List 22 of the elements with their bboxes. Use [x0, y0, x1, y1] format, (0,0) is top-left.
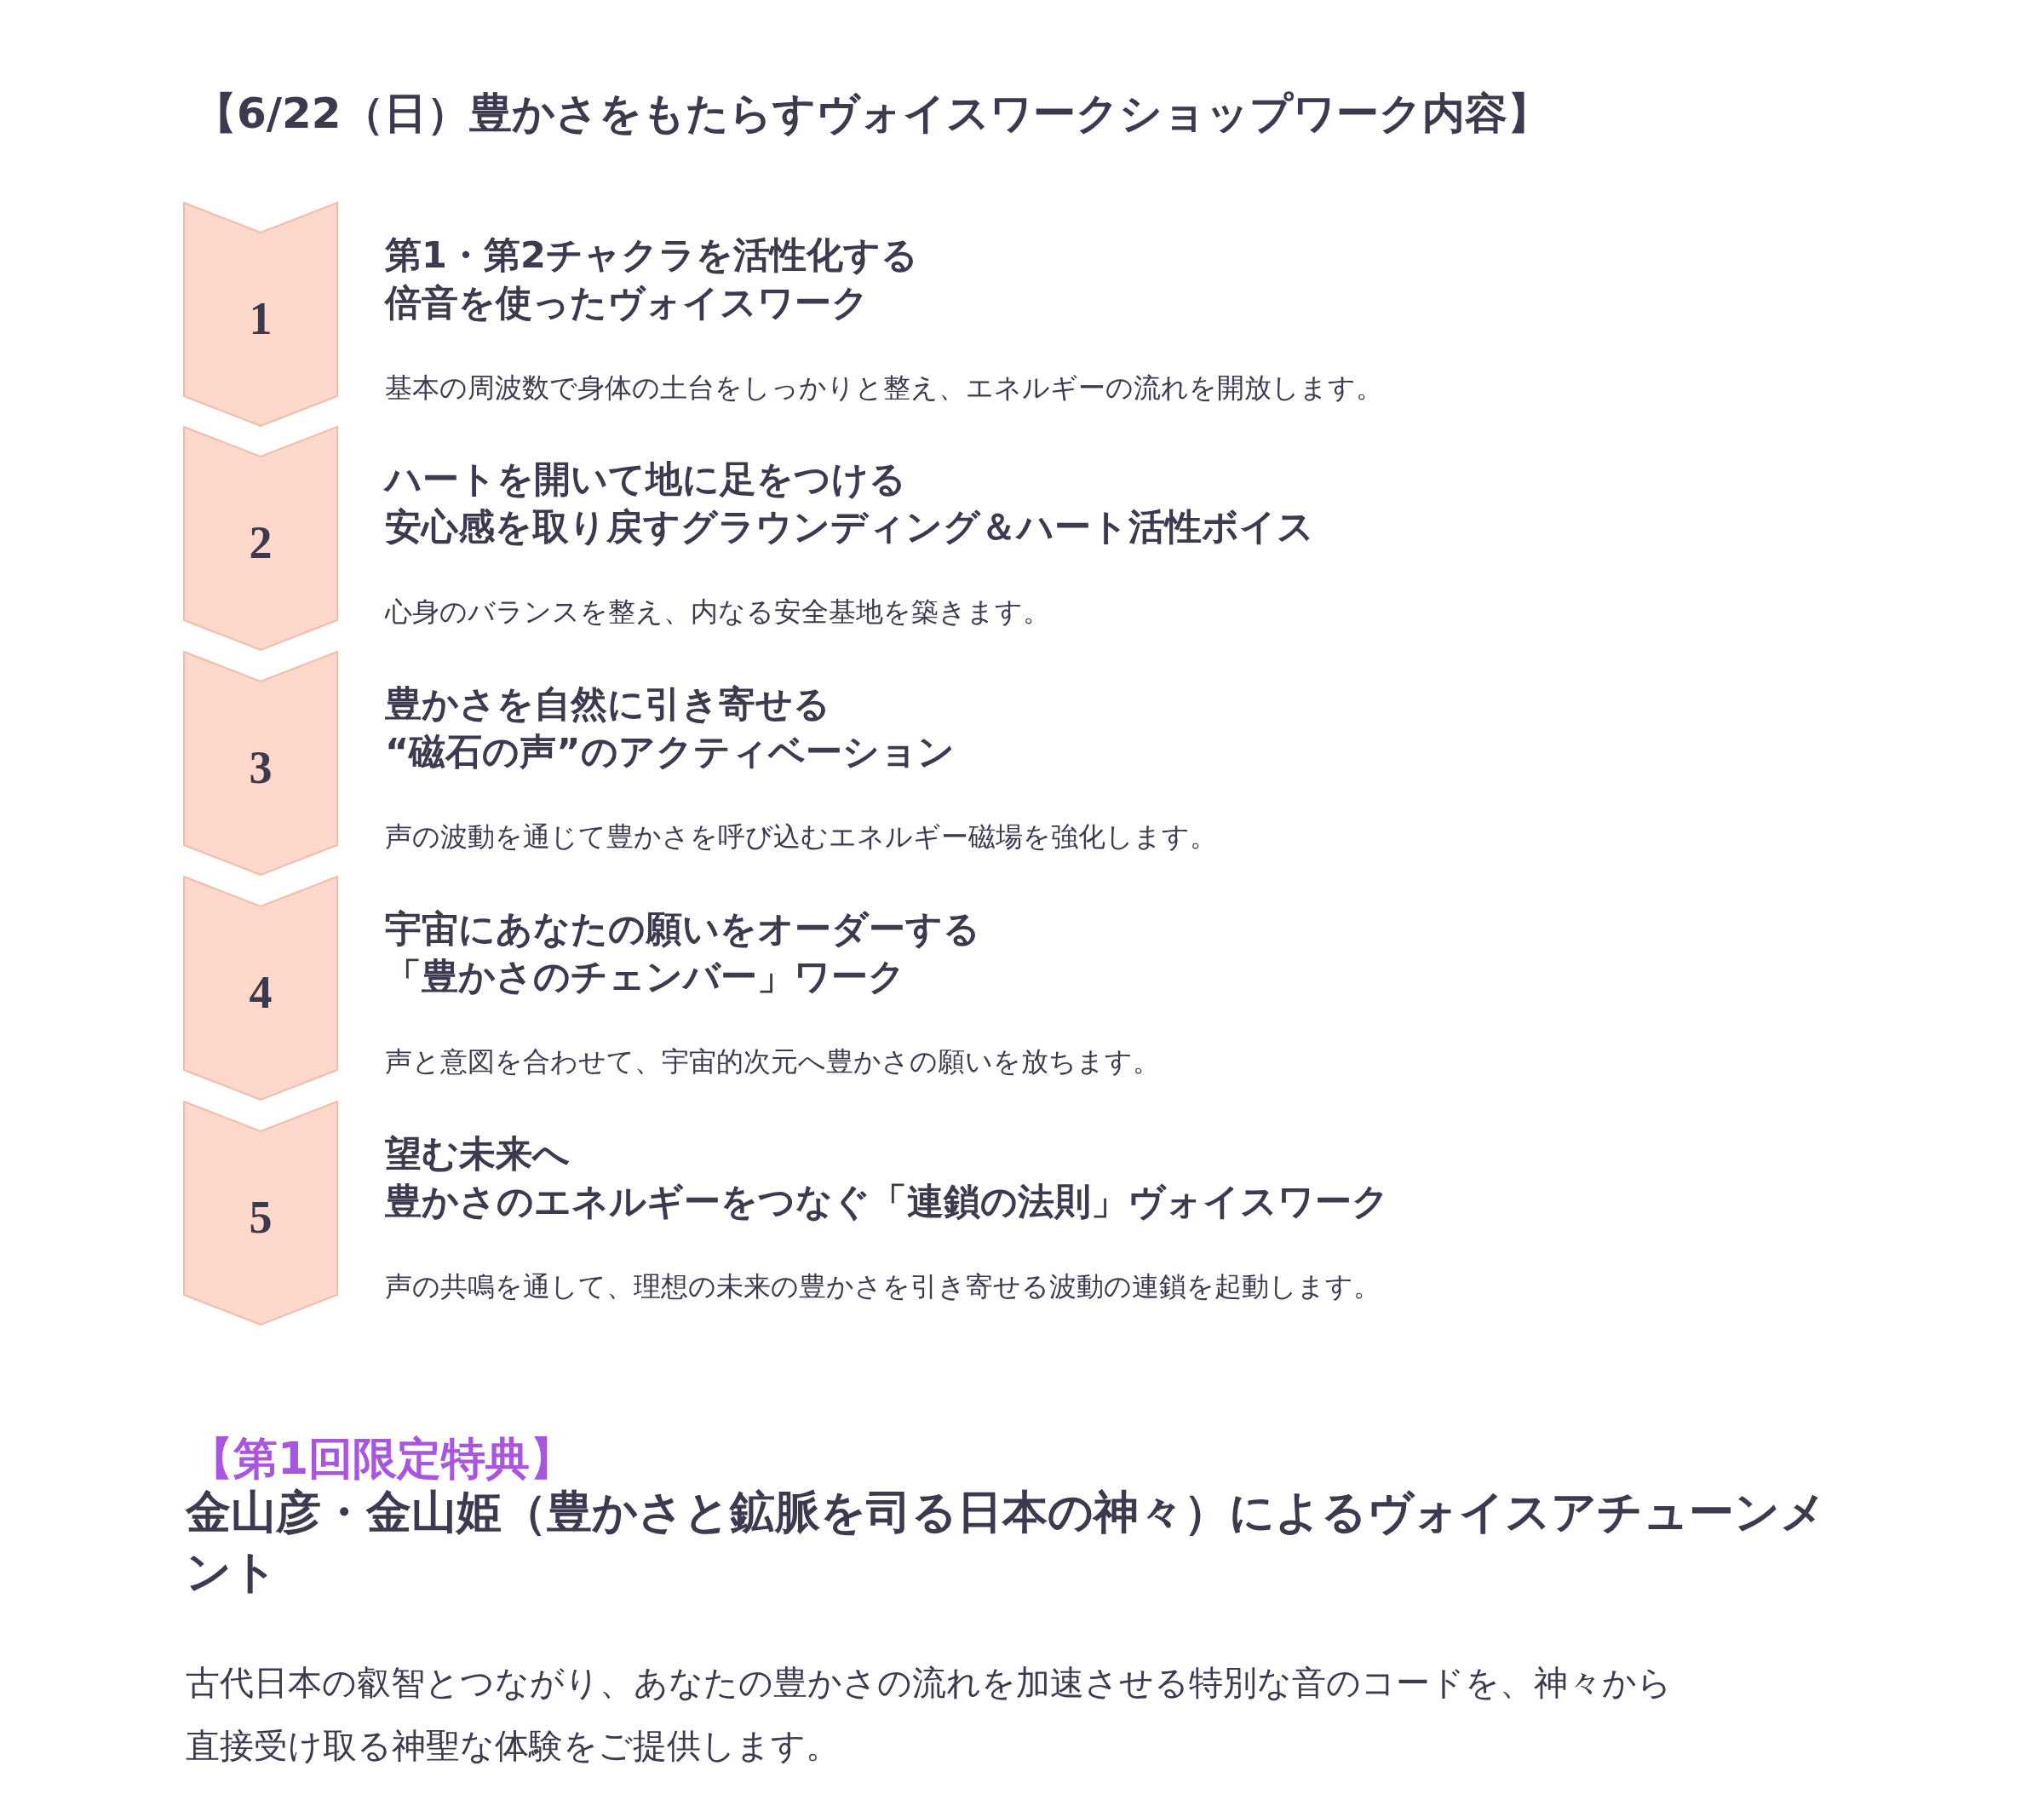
step-description: 声の共鳴を通して、理想の未来の豊かさを引き寄せる波動の連鎖を起動します。	[385, 1269, 1381, 1303]
numbered-step-marker	[183, 426, 338, 651]
bonus-description: 古代日本の叡智とつながり、あなたの豊かさの流れを加速させる特別な音のコードを、神々から直接受け取る神聖な体験をご提供します。	[186, 1662, 1672, 1767]
step-number: 3	[248, 745, 273, 791]
step-description: 心身のバランスを整え、内なる安全基地を築きます。	[385, 595, 1050, 629]
numbered-step-marker	[183, 202, 338, 427]
step-description: 声の波動を通じて豊かさを呼び込むエネルギー磁場を強化します。	[385, 820, 1217, 854]
step-description: 声と意図を合わせて、宇宙的次元へ豊かさの願いを放ちます。	[385, 1044, 1160, 1078]
numbered-step-marker	[183, 651, 338, 876]
numbered-step-marker	[183, 876, 338, 1101]
step-heading: ハートを開いて地に足をつける安心感を取り戻すグラウンディング＆ハート活性ボイス	[385, 457, 1314, 549]
step-number: 2	[248, 520, 273, 566]
page-title: 【6/22（日）豊かさをもたらすヴォイスワークショップワーク内容】	[194, 88, 1550, 140]
step-number: 4	[248, 969, 273, 1015]
step-number: 1	[248, 296, 273, 342]
step-heading: 豊かさを自然に引き寄せる“磁石の声”のアクティベーション	[385, 682, 955, 774]
step-number: 5	[248, 1194, 273, 1240]
step-description: 基本の周波数で身体の土台をしっかりと整え、エネルギーの流れを開放します。	[385, 371, 1383, 405]
numbered-step-marker	[183, 1101, 338, 1326]
step-heading: 宇宙にあなたの願いをオーダーする「豊かさのチェンバー」ワーク	[385, 906, 980, 999]
step-heading: 望む未来へ豊かさのエネルギーをつなぐ「連鎖の法則」ヴォイスワーク	[385, 1131, 1389, 1224]
step-heading: 第1・第2チャクラを活性化する倍音を使ったヴォイスワーク	[385, 233, 918, 325]
